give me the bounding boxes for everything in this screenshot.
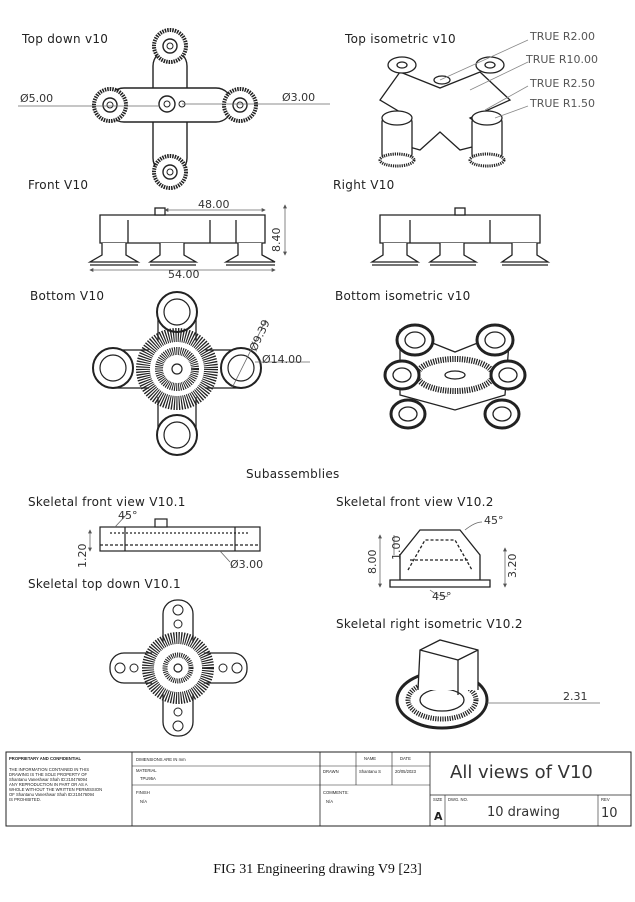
dim-true-r2: TRUE R2.00 — [529, 30, 595, 43]
tb-proprietary-line: THE INFORMATION CONTAINED IN THIS — [9, 767, 89, 772]
tb-date-label: DATE — [400, 756, 411, 761]
right-view: Right V10 — [333, 178, 551, 266]
dim-h120: 1.20 — [76, 544, 89, 569]
dim-w54: 54.00 — [168, 268, 200, 281]
tb-material-label: MATERIAL — [136, 768, 157, 773]
label-subassemblies: Subassemblies — [246, 467, 340, 481]
label-front: Front V10 — [28, 178, 88, 192]
label-right: Right V10 — [333, 178, 395, 192]
tb-proprietary-line: ANY REPRODUCTION IN PART OR AS A — [9, 782, 88, 787]
tb-dwg-label: DWG. NO. — [448, 797, 468, 802]
tb-drawn-label: DRAWN — [323, 769, 339, 774]
tb-rev-value: 10 — [601, 806, 618, 821]
bottom-view: Bottom V10 Ø9.39 Ø14.00 — [30, 289, 310, 456]
skeletal-front-view-v10-1: Skeletal front view V10.1 45° 1.20 Ø3.00 — [28, 495, 263, 571]
dim-d231: 2.31 — [563, 690, 588, 703]
tb-dims-unless: DIMENSIONS ARE IN mm — [136, 757, 186, 762]
dim-d14: Ø14.00 — [262, 353, 302, 366]
tb-dwg-value: 10 drawing — [487, 805, 560, 820]
label-skel-right-iso-2: Skeletal right isometric V10.2 — [336, 617, 523, 631]
top-isometric-view: Top isometric v10 TRUE R2.00 TRUE R10.00… — [344, 30, 598, 168]
bottom-isometric-view: Bottom isometric v10 — [335, 289, 527, 430]
tb-name-value: Shantanu S — [359, 769, 381, 774]
tb-finish-label: FINISH — [136, 790, 150, 795]
tb-proprietary-line: IS PROHIBITED. — [9, 797, 41, 802]
title-block: PROPRIETARY AND CONFIDENTIAL THE INFORMA… — [5, 751, 632, 827]
front-view: Front V10 48.00 8.40 54.00 — [28, 178, 287, 281]
dim-true-r15: TRUE R1.50 — [529, 97, 595, 110]
figure-caption: FIG 31 Engineering drawing V9 [23] — [213, 862, 422, 877]
dim-true-r25: TRUE R2.50 — [529, 77, 595, 90]
skeletal-front-view-v10-2: Skeletal front view V10.2 45° 45° 8.00 1… — [336, 495, 519, 603]
tb-drawing-title: All views of V10 — [450, 762, 593, 783]
tb-proprietary-title: PROPRIETARY AND CONFIDENTIAL — [9, 756, 82, 761]
label-top-iso: Top isometric v10 — [344, 32, 456, 46]
skeletal-right-isometric-view-v10-2: Skeletal right isometric V10.2 2.31 — [336, 617, 600, 730]
tb-name-label: NAME — [364, 756, 376, 761]
tb-date-value: 20/05/2023 — [395, 769, 417, 774]
tb-size-value: A — [434, 810, 443, 823]
dim-h800: 8.00 — [366, 550, 379, 575]
label-skel-front-1: Skeletal front view V10.1 — [28, 495, 186, 509]
tb-comments-label: COMMENTS: — [323, 790, 349, 795]
tb-proprietary-line: OF Shantanu Vaneshwar Shah ID:210476094 — [9, 792, 95, 797]
dim-d3: Ø3.00 — [282, 91, 315, 104]
tb-size-label: SIZE — [433, 797, 443, 802]
tb-proprietary-line: WHOLE WITHOUT THE WRITTEN PERMISSION — [9, 787, 102, 792]
top-down-view: Top down v10 Ø5.00 Ø3.00 — [18, 28, 330, 190]
dim-h320: 3.20 — [506, 554, 519, 579]
tb-material-value: TPU95A — [140, 776, 156, 781]
label-top-down: Top down v10 — [21, 32, 108, 46]
dim-h100: 1.00 — [390, 536, 403, 561]
dim-d3-skel: Ø3.00 — [230, 558, 263, 571]
tb-proprietary-line: DRAWING IS THE SOLE PROPERTY OF — [9, 772, 87, 777]
dim-d939: Ø9.39 — [247, 318, 273, 354]
label-skel-top-1: Skeletal top down V10.1 — [28, 577, 181, 591]
dim-angle-45-b: 45° — [484, 514, 504, 527]
dim-true-r10: TRUE R10.00 — [525, 53, 598, 66]
tb-comments-value: N/A — [326, 799, 333, 804]
dim-d5: Ø5.00 — [20, 92, 53, 105]
label-bottom-iso: Bottom isometric v10 — [335, 289, 471, 303]
dim-h840: 8.40 — [270, 228, 283, 253]
dim-angle-45-c: 45° — [432, 590, 452, 603]
dim-angle-45-a: 45° — [118, 509, 138, 522]
tb-finish-value: N/A — [140, 799, 147, 804]
label-bottom: Bottom V10 — [30, 289, 104, 303]
dim-w48: 48.00 — [198, 198, 230, 211]
tb-proprietary-line: Shantanu Vaneshwar Shah ID:210476094 — [9, 777, 88, 782]
tb-rev-label: REV — [601, 797, 610, 802]
label-skel-front-2: Skeletal front view V10.2 — [336, 495, 494, 509]
skeletal-top-down-view-v10-1: Skeletal top down V10.1 — [28, 577, 248, 737]
